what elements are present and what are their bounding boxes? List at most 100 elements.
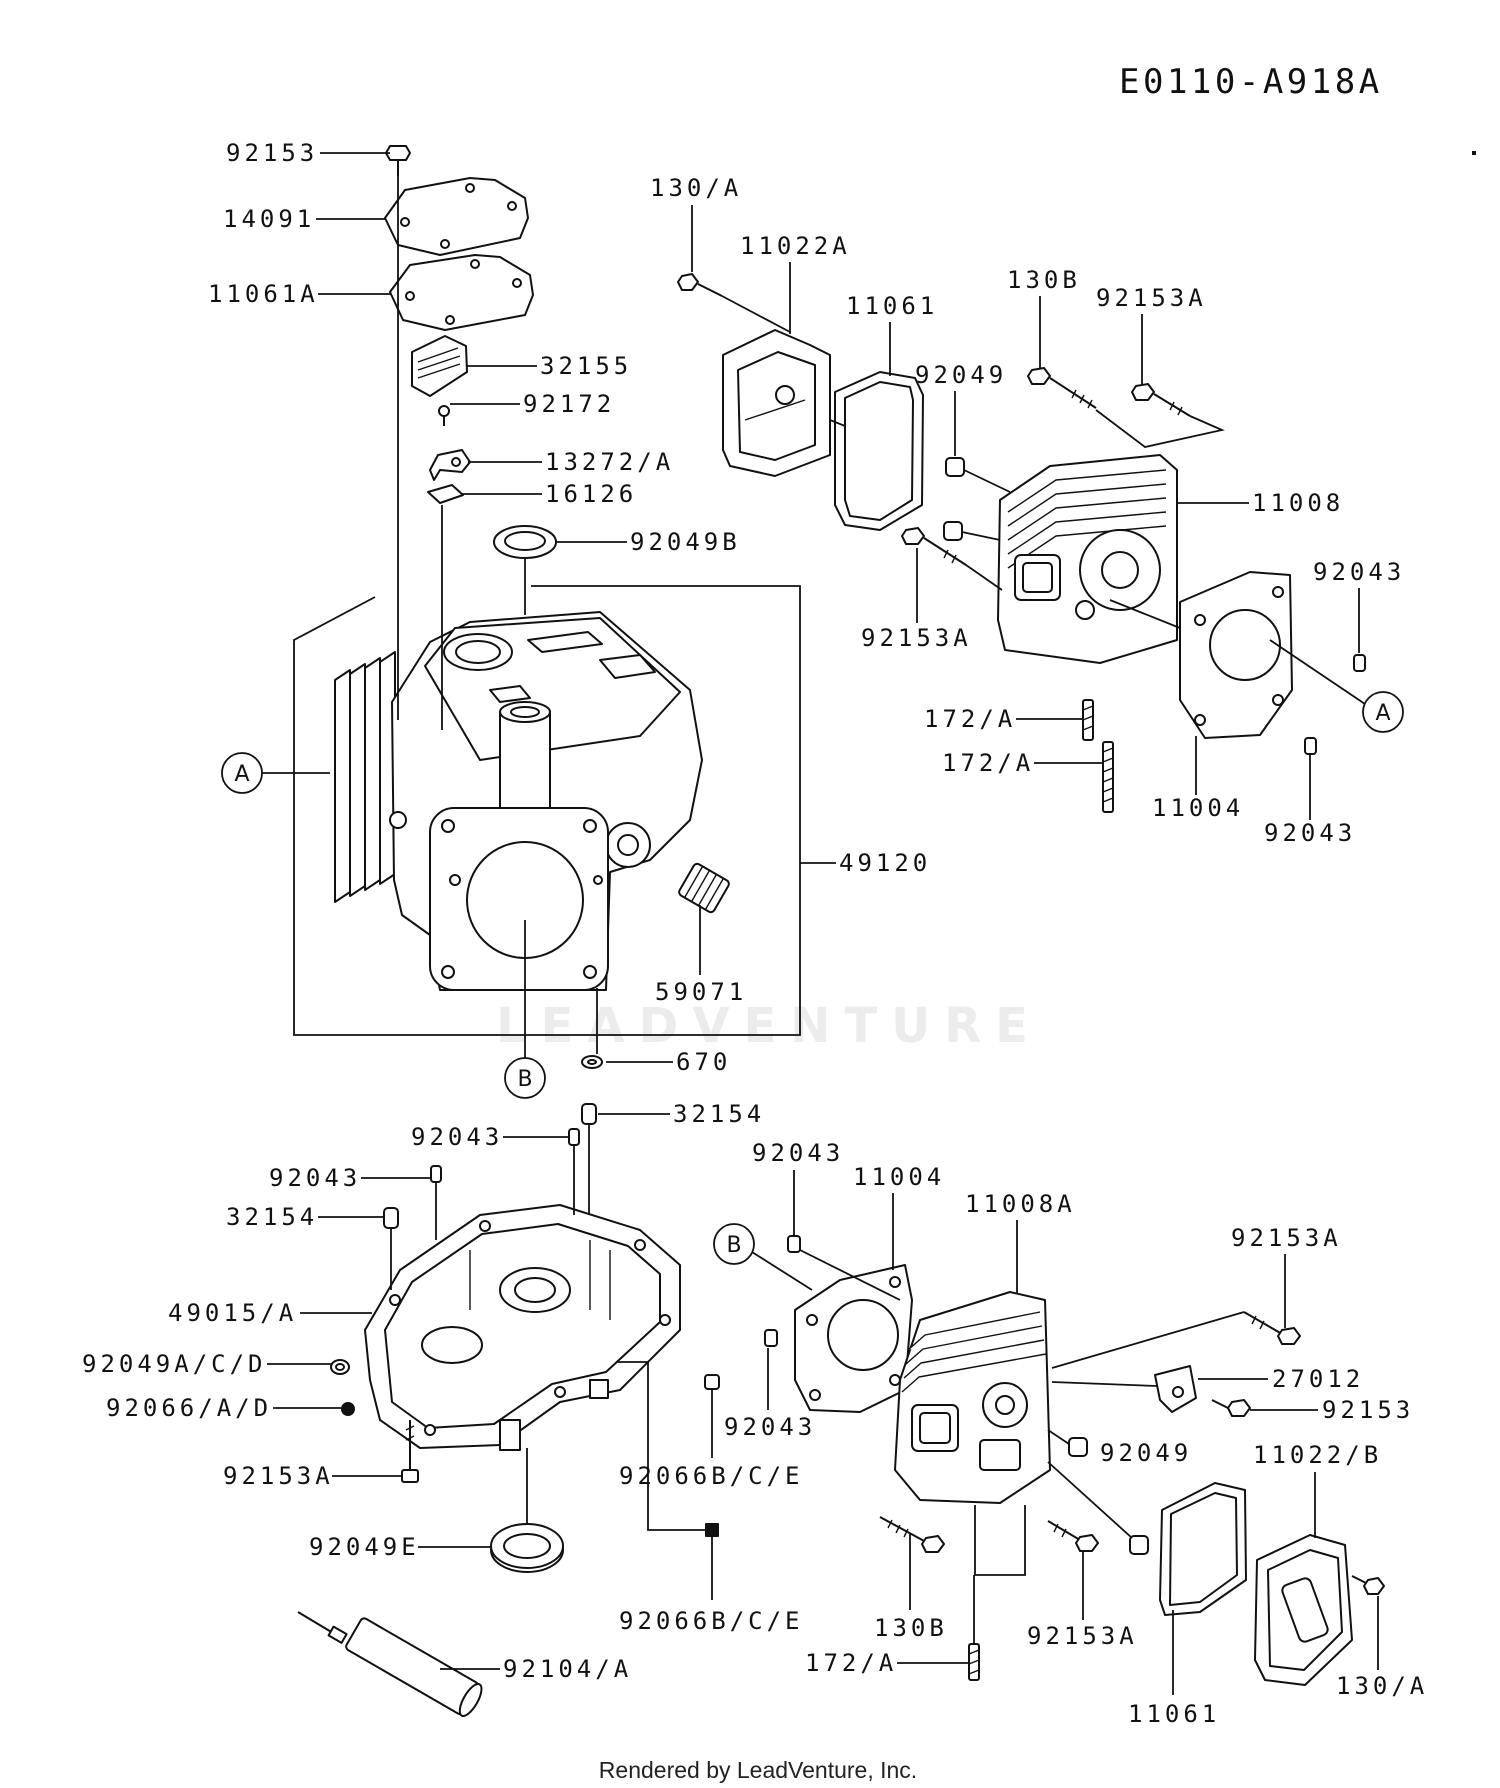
callout-11061: 11061 [1128,1700,1220,1728]
leader-line [974,1505,1026,1576]
callout-92153A: 92153A [1096,284,1207,312]
bolt-92153A-cover [401,1420,419,1483]
callout-49015A: 49015/A [168,1299,297,1327]
callout-92043: 92043 [269,1164,361,1192]
bolt-92153A-lower [1047,1520,1099,1552]
dowel-pin-92043-lower [764,1235,801,1347]
callout-11004: 11004 [853,1163,945,1191]
footer-credit: Rendered by LeadVenture, Inc. [599,1757,917,1783]
rocker-cover-11022B [1254,1534,1353,1686]
callout-130A: 130/A [650,174,742,202]
reference-mark-label: A [234,762,249,787]
bracket-27012 [1154,1365,1197,1413]
leader-line [1095,409,1225,448]
callout-14091: 14091 [223,205,315,233]
callout-92153A: 92153A [223,1462,334,1490]
bolt-92153A-side [901,527,967,566]
reference-mark-b-upper: B [504,1057,546,1099]
crankcase-cover-49015A [364,1204,681,1451]
bolt-92153-lower [1211,1399,1251,1417]
cylinder-block-49120 [334,611,703,991]
callout-92043: 92043 [752,1139,844,1167]
corner-mark [1472,151,1476,155]
leader-line [617,1361,706,1531]
bolt-92153A-upper [1131,383,1191,417]
callout-172A: 172/A [924,705,1016,733]
gasket-11061A [389,254,534,331]
callout-92066BCE: 92066B/C/E [619,1607,804,1635]
callout-11061A: 11061A [208,280,319,308]
callout-32154: 32154 [226,1203,318,1231]
callout-92049B: 92049B [630,528,741,556]
reference-mark-label: B [726,1233,741,1258]
callout-92043: 92043 [1264,819,1356,847]
screw-92172 [438,405,450,426]
bracket-13272A [429,449,471,481]
bolt-92153 [385,145,411,176]
plug-92066BCE-upper [704,1374,720,1390]
callout-11022B: 11022/B [1253,1441,1382,1469]
leader-line [721,295,791,333]
bolt-130B-upper [1027,367,1097,409]
callout-92066BCE: 92066B/C/E [619,1462,804,1490]
diagram-code: E0110-A918A [1119,62,1383,102]
callout-130B: 130B [1007,266,1081,294]
leader-line [293,585,801,1036]
callout-670: 670 [676,1048,731,1076]
callout-11008A: 11008A [965,1190,1076,1218]
callout-59071: 59071 [655,978,747,1006]
callout-92153A: 92153A [1027,1622,1138,1650]
callouts-lower-left: 32154 92043 92043 32154 49015/A 92049A/C… [82,1100,804,1683]
callout-92153A: 92153A [861,624,972,652]
callout-11022A: 11022A [740,232,851,260]
cover-gasket-11061-upper [834,371,924,531]
leader-line [1051,1381,1158,1387]
bolt-130B-lower [879,1516,945,1553]
cover-gasket-11061-lower [1159,1482,1247,1616]
nut-92049-upper [943,457,965,541]
callout-92104A: 92104/A [503,1655,632,1683]
callouts-upper-right: 130/A 11022A 11061 130B 92153A 92049 110… [650,174,1405,847]
leader-line [961,531,1001,541]
bolt-92153A-lower-top [1243,1311,1301,1345]
callout-92043: 92043 [1313,558,1405,586]
dowel-32154-upper [581,1103,597,1125]
callout-92172: 92172 [523,390,615,418]
head-gasket-11004-upper [1179,571,1293,739]
leader-line [1047,1461,1133,1539]
callout-32155: 32155 [540,352,632,380]
callout-92049: 92049 [915,361,1007,389]
callout-27012: 27012 [1272,1365,1364,1393]
callout-92043: 92043 [724,1413,816,1441]
stud-172A-upper [1082,699,1114,813]
callout-13272A: 13272/A [545,448,674,476]
leader-lines [262,152,1379,1695]
callout-92049: 92049 [1100,1439,1192,1467]
liquid-gasket-tube-92104A [297,1611,483,1717]
plug-92066AD [341,1402,355,1416]
callout-92153A: 92153A [1231,1224,1342,1252]
callout-16126: 16126 [545,480,637,508]
cylinder-head-11008 [997,454,1178,664]
leader-line [1109,599,1181,629]
reference-mark-a-left: A [221,752,263,794]
callout-92049E: 92049E [309,1533,420,1561]
rocker-cover-11022A [722,329,831,477]
breather-cover-14091 [384,177,529,256]
callout-11004: 11004 [1152,794,1244,822]
leader-line [1051,1311,1245,1369]
reference-mark-label: B [517,1067,532,1092]
callout-172A: 172/A [942,749,1034,777]
plate-16126 [427,484,464,504]
oil-filter-59071 [678,862,730,914]
callout-92049ACD: 92049A/C/D [82,1350,267,1378]
callout-11008: 11008 [1252,489,1344,517]
callout-172A: 172/A [805,1649,897,1677]
callout-49120: 49120 [839,849,931,877]
callouts-upper-left: 92153 14091 11061A 32155 92172 13272/A 1… [208,139,931,1076]
callouts-lower-right: 92043 11004 11008A 92153A 27012 92153 92… [724,1139,1424,1728]
callout-92153: 92153 [1322,1396,1414,1424]
leader-line [1269,639,1366,705]
reference-mark-label: A [1375,701,1390,726]
